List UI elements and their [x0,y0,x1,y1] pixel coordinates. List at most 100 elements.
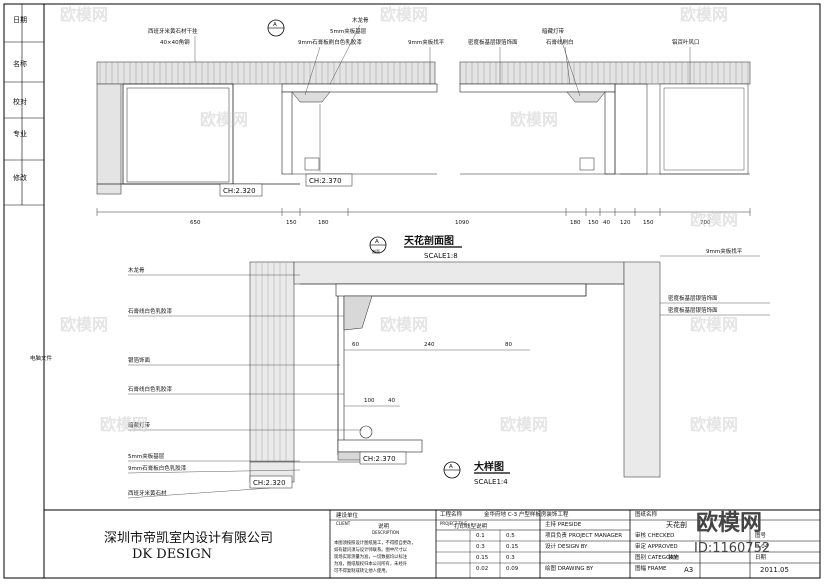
dim-120: 120 [620,220,631,226]
detail-dim-240: 240 [424,342,435,348]
client-label: 建设单位 [336,511,359,519]
category-label: 图别 CATEGORY [635,553,678,561]
detail-note-4: 暗藏灯带 [128,421,151,429]
description-text-5: 可不得复制或转让他人使用。 [334,567,390,574]
note-marble-bar: 西班牙米黄石材干挂 [148,27,198,35]
detail-dim-60: 60 [352,342,359,348]
marker-a-top: A [273,22,277,28]
lw-4: 0.15 [506,544,519,550]
watermark-text-4: 欧模网 [200,110,248,129]
detail-drawing: 60 240 80 100 40 CH:2.370 CH:2.320 木龙骨 石… [127,247,770,499]
watermark-text-10: 欧模网 [100,415,148,434]
description-text-3: 现场实际测量为准，一切数据均以标注 [334,553,408,560]
detail-dim-100: 100 [364,398,375,404]
note-density-board: 密度板基层银箔饰面 [468,38,518,46]
date-value: 2011.05 [760,566,789,574]
drawing-label: 绘图 DRAWING BY [545,564,594,572]
watermark-text-11: 欧模网 [500,415,548,434]
project-title: 金华府地 C-3 户型样板房装饰工程 [484,510,569,518]
ch-label-2: CH:2.370 [309,177,342,185]
client-label-en: CLIENT [336,521,351,526]
section-scale: SCALE1:8 [424,252,458,260]
strip-name: 名称 [13,59,27,68]
ch-label-1: CH:2.320 [223,187,256,195]
note-louver: 铝百叶风口 [672,38,700,46]
note-hidden-light: 暗藏灯带 [542,27,565,35]
watermark-id: ID:1160752 [694,541,770,556]
title-marker-sub: 剖面 [372,248,380,254]
title-block: 深圳市帝凯室内设计有限公司 DK DESIGN 建设单位 CLIENT 说明 D… [44,509,820,578]
detail-note-6: 9mm石膏板白色乳胶漆 [128,464,187,472]
project-label: 工程名称 [440,510,463,518]
lw-7: 0.02 [476,566,488,572]
drawing-no: D-04 [755,544,769,550]
watermark-text-3: 欧模网 [680,5,728,24]
description-text-2: 如有疑问须与设计师联系。图中尺寸以 [334,546,408,553]
dim-700: 700 [700,220,711,226]
watermark-text-12: 欧模网 [690,415,738,434]
lw-3: 0.3 [476,544,485,550]
strip-verify: 校对 [13,97,27,106]
watermark-text-2: 欧模网 [380,5,428,24]
design-label: 设计 DESIGN BY [545,542,588,550]
detail-note-1: 石膏线白色乳胶漆 [128,307,173,315]
dim-40: 40 [603,220,610,226]
watermark-text-9: 欧模网 [690,315,738,334]
watermark-text-1: 欧模网 [60,5,108,24]
title-marker-letter: A [375,239,379,245]
detail-note-7: 西班牙米黄石材 [128,489,167,497]
strip-file: 电脑文件 [30,354,53,362]
category-value: 装施 [668,553,680,561]
strip-revise: 修改 [13,173,27,182]
detail-scale: SCALE1:4 [474,478,508,486]
lw-1: 0.1 [476,533,485,539]
detail-note-0: 木龙骨 [128,266,145,274]
detail-title: 大样图 [474,460,504,473]
watermark: 欧模网 欧模网 欧模网 欧模网 欧模网 欧模网 欧模网 欧模网 欧模网 欧模网 … [60,5,738,434]
lw-6: 0.3 [506,555,515,561]
pm-label: 项目负责 PROJECT MANAGER [545,531,622,539]
detail-dim-40: 40 [388,398,395,404]
description-label: 说明 [378,522,390,530]
preside-label: 主持 PRESIDE [545,520,582,528]
ceiling-section: 650 150 180 1090 180 150 40 120 150 700 … [96,16,751,260]
detail-note-2: 银箔饰面 [128,356,151,364]
detail-dim-80: 80 [505,342,512,348]
section-title: 天花剖面图 [404,234,454,247]
frame-value: A3 [684,566,693,574]
frame-label: 图幅 FRAME [635,564,667,572]
dim-150b: 150 [588,220,599,226]
dim-180b: 180 [570,220,581,226]
lw-2: 0.5 [506,533,515,539]
note-5mm-board: 5mm夹板基层 [330,27,367,35]
company-name: 深圳市帝凯室内设计有限公司 [104,530,273,546]
note-9mm-gypsum: 9mm石膏板刷白色乳胶漆 [298,38,362,46]
approved-label: 审定 APPROVED [635,542,678,550]
detail-note-r1: 密度板基层银箔饰面 [668,294,718,302]
watermark-logo: 欧模网 [696,510,762,536]
sheet-border [3,3,821,579]
watermark-text-7: 欧模网 [60,315,108,334]
description-text-1: 本图须按照设计图纸施工，不得擅自更改， [334,539,416,546]
watermark-text-8: 欧模网 [380,315,428,334]
detail-ch-2: CH:2.320 [253,479,286,487]
detail-ch-1: CH:2.370 [363,455,396,463]
detail-note-5: 5mm夹板基层 [128,452,165,460]
linetype-label: 打印线型说明 [454,522,488,530]
watermark-text-6: 欧模网 [690,210,738,229]
date-label: 日期 [755,554,767,561]
dim-180a: 180 [318,220,329,226]
drawing-no-label: 图号 [755,531,767,539]
note-angle-steel: 40×40角钢 [160,38,190,46]
dim-1090: 1090 [455,220,469,226]
description-label-en: DESCRIPTION [372,530,399,535]
project-label-en: PROJECT TILE [440,521,467,526]
detail-note-r2: 密度板基层银箔饰面 [668,306,718,314]
strip-date: 日期 [13,16,27,24]
strip-discipline: 专业 [13,129,27,138]
drawing-name-label: 图纸名称 [635,510,658,518]
detail-note-r0: 9mm夹板找平 [706,247,743,255]
lw-5: 0.15 [476,555,489,561]
